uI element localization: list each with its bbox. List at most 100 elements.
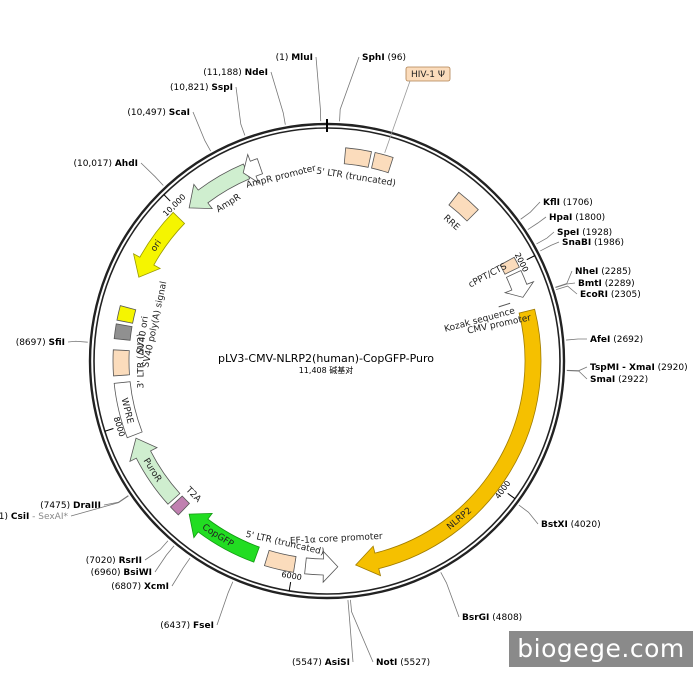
ltr-bottom-feature <box>263 549 297 573</box>
site-leader <box>235 86 246 136</box>
site-name: MluI <box>291 53 313 63</box>
site-position: (2692) <box>610 335 643 345</box>
site-extra: - SexAI* <box>29 512 68 522</box>
ruler-tick <box>104 428 114 432</box>
site-leader <box>555 270 573 288</box>
t2a-feature <box>169 495 191 516</box>
site-label: BstXI (4020) <box>541 520 601 530</box>
ampr-promoter-feature <box>242 153 264 184</box>
site-position: (2305) <box>608 290 641 300</box>
psi-leader <box>384 80 411 153</box>
map-subtitle: 11,408 碱基对 <box>299 365 354 375</box>
site-label: (11,188) NdeI <box>203 68 268 78</box>
ampr-label: AmpR <box>215 192 243 215</box>
site-name: SfiI <box>48 338 65 348</box>
site-label: NotI (5527) <box>376 658 430 668</box>
site-name: SspI <box>211 83 233 93</box>
ori-feature <box>132 211 186 278</box>
ef1a-label: EF-1α core promoter <box>290 532 383 547</box>
site-name: NdeI <box>245 68 268 78</box>
cmv-promoter-feature <box>503 270 535 298</box>
site-position: (1) <box>276 53 292 63</box>
site-position: (6960) <box>91 568 124 578</box>
site-position: (10,017) <box>73 159 114 169</box>
site-label: SphI (96) <box>362 53 406 63</box>
site-name: NheI <box>575 267 598 277</box>
site-name: AsiSI <box>325 658 350 668</box>
site-name: AhdI <box>115 159 138 169</box>
site-leader <box>216 581 234 626</box>
ruler-tick <box>526 255 536 261</box>
site-label: BsrGI (4808) <box>462 613 522 623</box>
sv40-polya-feature <box>116 305 137 324</box>
site-name: ScaI <box>169 108 190 118</box>
site-position: (11,188) <box>203 68 244 78</box>
site-leader <box>154 545 175 573</box>
site-leader <box>566 366 588 372</box>
site-position: (2285) <box>598 267 631 277</box>
site-position: (6437) <box>160 621 193 631</box>
watermark-box <box>509 631 693 667</box>
site-label: (7020) RsrII <box>86 556 142 566</box>
site-position: (7020) <box>86 556 119 566</box>
site-name: BsiWI <box>123 568 152 578</box>
site-name: NotI <box>376 658 397 668</box>
site-leader <box>70 495 129 517</box>
ruler-tick <box>288 581 292 591</box>
site-label: NheI (2285) <box>575 267 631 277</box>
site-leader <box>339 56 360 122</box>
site-leader <box>103 495 129 506</box>
site-leader <box>540 241 560 252</box>
site-name: XcmI <box>144 582 169 592</box>
psi-label-box <box>405 66 451 82</box>
site-label: (7471) CsiI - SexAI* <box>0 512 68 522</box>
site-name: SnaBI <box>562 238 591 248</box>
site-label: TspMI - XmaI (2920) <box>590 363 688 373</box>
cppt-feature <box>499 256 520 275</box>
site-position: (1706) <box>560 198 593 208</box>
site-name: BstXI <box>541 520 568 530</box>
site-leader <box>527 216 547 230</box>
site-name: AfeI <box>590 335 610 345</box>
site-position: (7471) <box>0 512 11 522</box>
site-leader <box>518 504 539 525</box>
rre-feature <box>448 191 479 222</box>
kozak-mark <box>498 302 511 308</box>
rre-label: RRE <box>441 213 461 233</box>
site-label: (1) MluI <box>276 53 313 63</box>
site-label: (5547) AsiSI <box>292 658 350 668</box>
site-label: HpaI (1800) <box>549 213 605 223</box>
site-position: (2920) <box>655 363 688 373</box>
wpre-feature <box>113 381 143 439</box>
site-name: SpeI <box>557 228 579 238</box>
copgfp-feature <box>188 512 260 563</box>
site-label: EcoRI (2305) <box>580 290 641 300</box>
site-position: (1928) <box>579 228 612 238</box>
site-label: (10,497) ScaI <box>127 108 190 118</box>
site-position: (5527) <box>397 658 430 668</box>
site-name: HpaI <box>549 213 572 223</box>
site-leader <box>555 282 576 289</box>
site-leader <box>440 572 460 618</box>
ruler-tick <box>507 492 516 500</box>
nlrp2-feature <box>354 308 542 577</box>
cppt-label: cPPT/CTS <box>467 262 509 291</box>
site-leader <box>144 540 169 561</box>
site-label: (6437) FseI <box>160 621 214 631</box>
site-position: (4020) <box>568 520 601 530</box>
site-leader <box>192 111 211 152</box>
ruler-tick-label: 6000 <box>281 570 303 582</box>
site-name: BmtI <box>578 279 602 289</box>
site-position: (1986) <box>591 238 624 248</box>
site-position: (6807) <box>111 582 144 592</box>
site-name: DraIII <box>73 501 101 511</box>
site-leader <box>140 162 164 186</box>
site-label: SpeI (1928) <box>557 228 612 238</box>
site-position: (4808) <box>489 613 522 623</box>
map-title: pLV3-CMV-NLRP2(human)-CopGFP-Puro <box>218 352 434 365</box>
site-name: BsrGI <box>462 613 489 623</box>
site-label: BmtI (2289) <box>578 279 635 289</box>
site-name: EcoRI <box>580 290 608 300</box>
site-position: (7475) <box>40 501 73 511</box>
